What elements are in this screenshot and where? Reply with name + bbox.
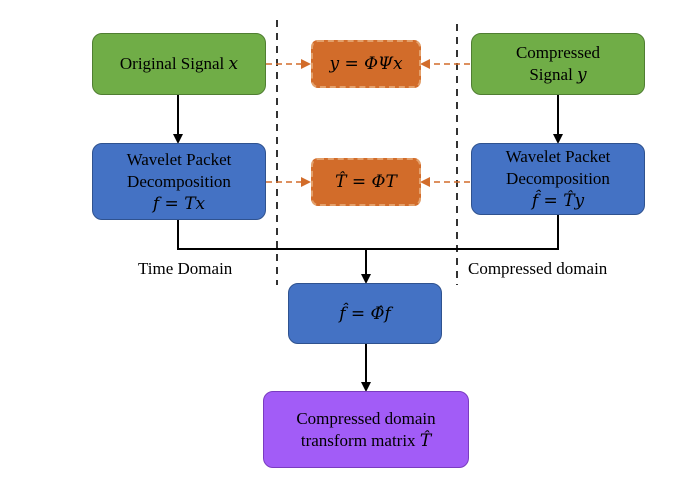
node-original-signal-var: x bbox=[228, 54, 239, 74]
node-result-matrix: Compressed domain transform matrix T̂ bbox=[263, 391, 469, 468]
compressed-signal-line2: Signal bbox=[529, 65, 578, 84]
node-wpd-time: Wavelet Packet Decomposition f = Tx bbox=[92, 143, 266, 220]
node-compressed-signal: Compressed Signal y bbox=[471, 33, 645, 95]
result-line2: transform matrix bbox=[300, 430, 420, 450]
node-wpd-compressed: Wavelet Packet Decomposition f̂ = T̂y bbox=[471, 143, 645, 215]
wpd-compressed-equation: f̂ = T̂y bbox=[531, 191, 585, 211]
label-time-domain: Time Domain bbox=[138, 259, 233, 278]
result-var: T̂ bbox=[419, 430, 432, 451]
node-sensing-equation: y = ΦΨx bbox=[311, 40, 421, 88]
sensing-equation-text: y = ΦΨx bbox=[329, 54, 403, 74]
wpd-time-line2: Decomposition bbox=[127, 171, 231, 191]
wpd-time-line1: Wavelet Packet bbox=[126, 149, 232, 169]
node-original-signal-text: Original Signal bbox=[119, 54, 229, 73]
combined-equation-text: f̂ = Φ̂f bbox=[339, 303, 391, 324]
node-original-signal: Original Signal x bbox=[92, 33, 266, 95]
merge-connector bbox=[177, 215, 559, 250]
wpd-compressed-line2: Decomposition bbox=[506, 169, 610, 188]
transform-equation-text: T̂ = ΦT bbox=[335, 172, 397, 192]
wpd-time-equation: f = Tx bbox=[152, 193, 206, 214]
wpd-compressed-line1: Wavelet Packet bbox=[505, 147, 611, 166]
node-combined-equation: f̂ = Φ̂f bbox=[288, 283, 442, 344]
node-transform-equation: T̂ = ΦT bbox=[311, 158, 421, 206]
compressed-signal-var: y bbox=[577, 65, 587, 85]
compressed-signal-line1: Compressed bbox=[515, 43, 601, 62]
label-compressed-domain: Compressed domain bbox=[468, 259, 608, 278]
result-line1: Compressed domain bbox=[296, 408, 436, 428]
